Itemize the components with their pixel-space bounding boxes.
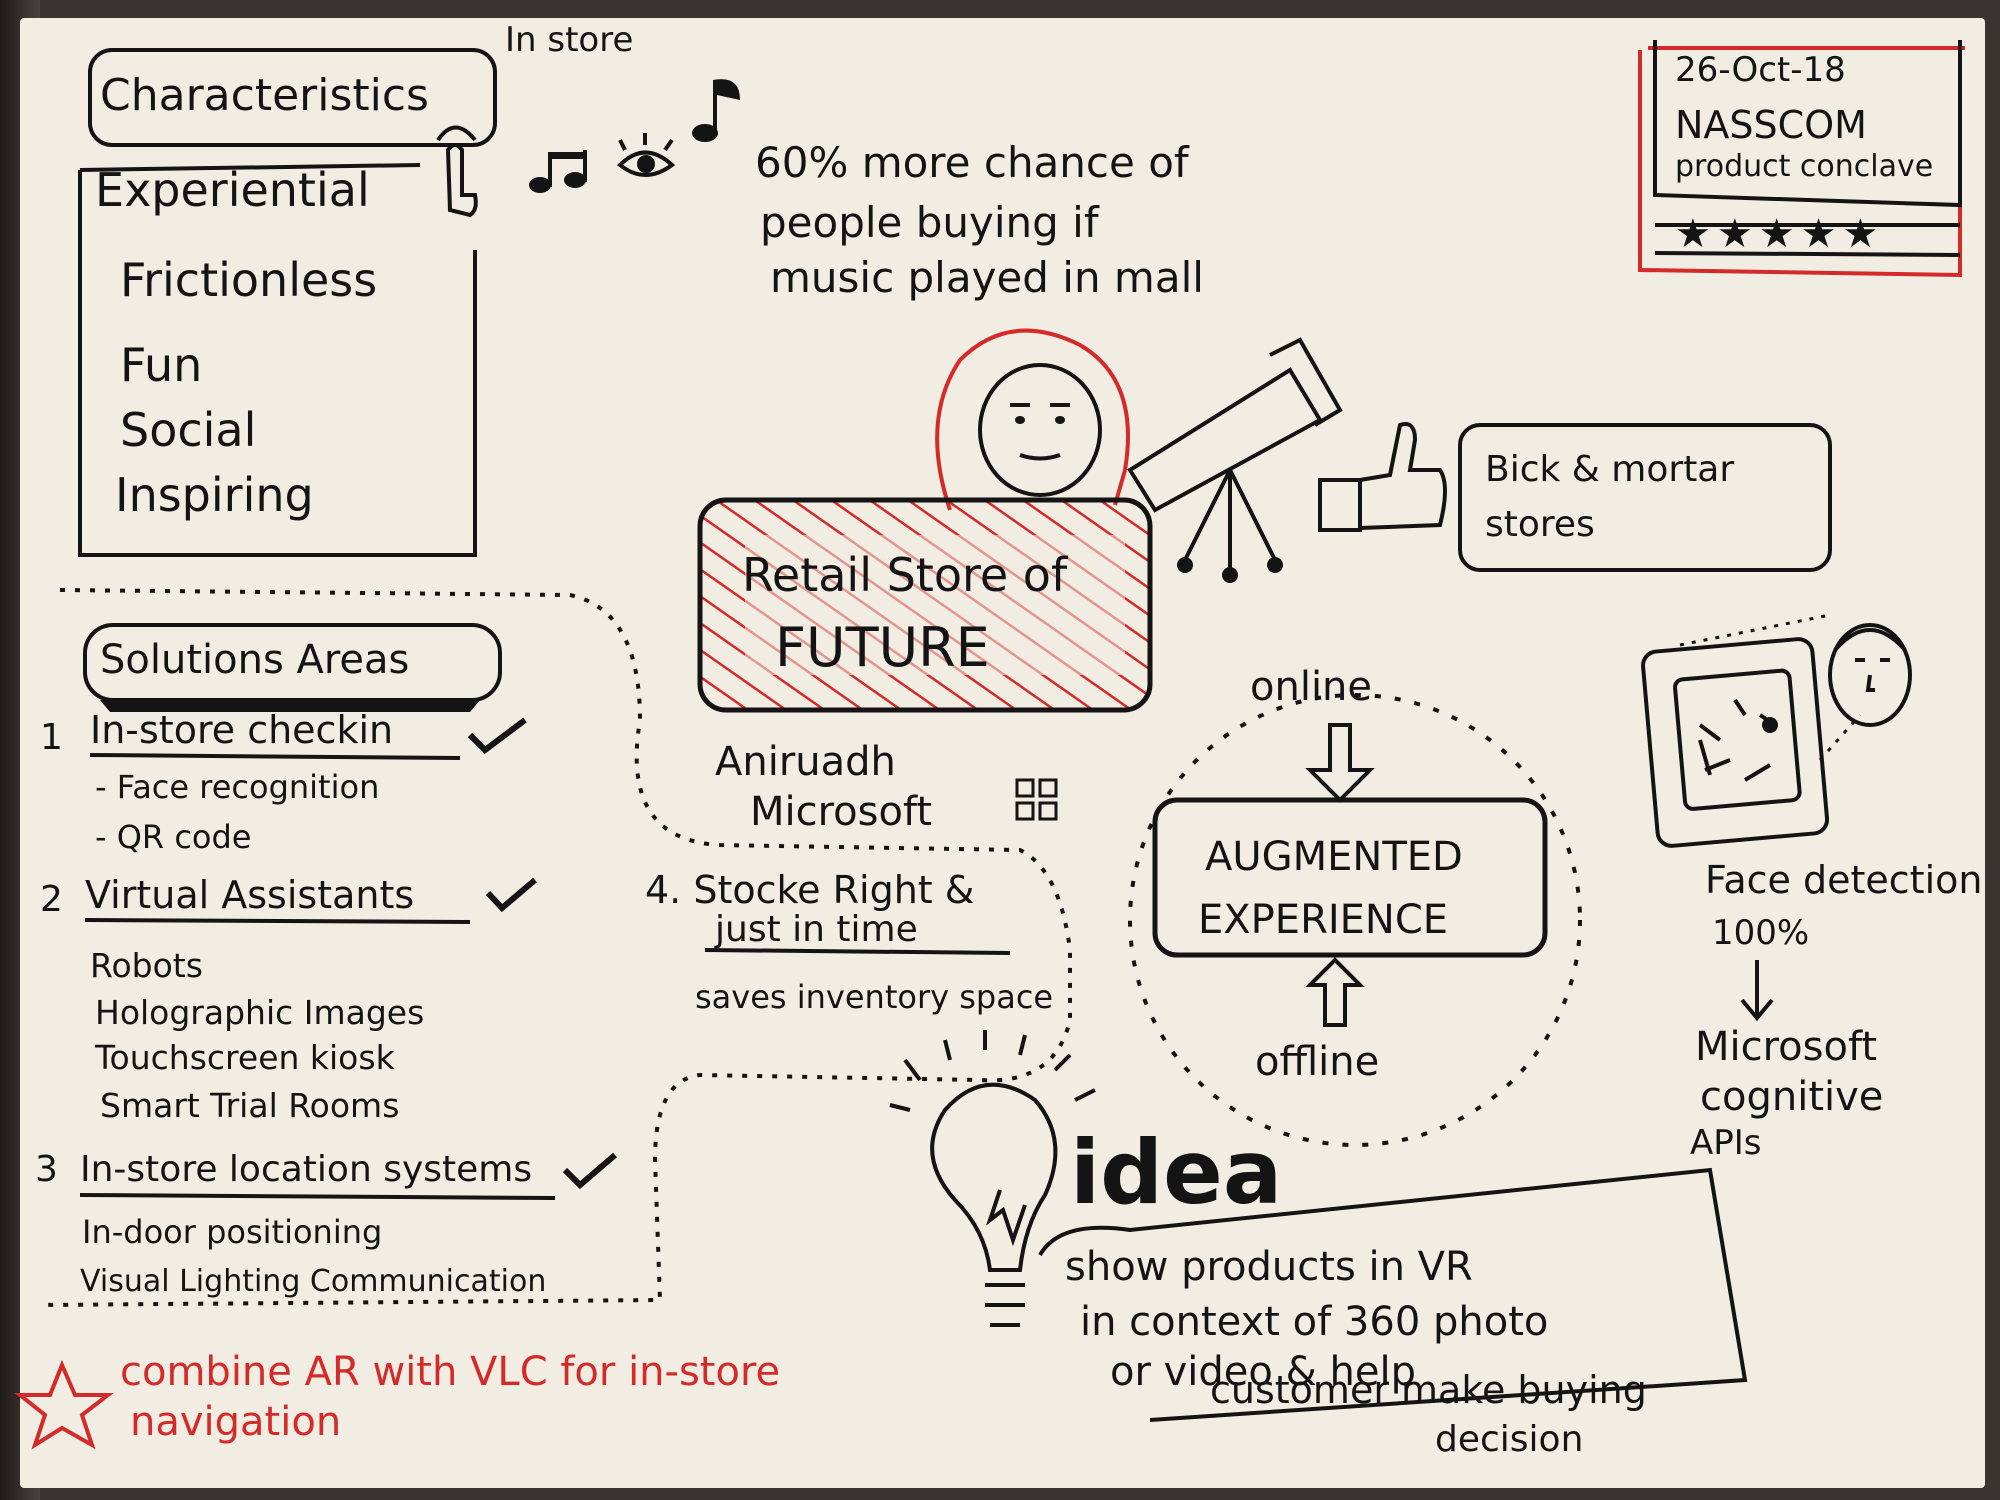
idea-text-line: or video & help xyxy=(1110,1349,1416,1395)
api-line: Microsoft xyxy=(1695,1024,1878,1070)
solution-title: just in time xyxy=(715,909,918,950)
thumbs-up-icon xyxy=(1318,422,1447,532)
solution-sub-item: Smart Trial Rooms xyxy=(100,1086,400,1125)
idea-text-line: in context of 360 photo xyxy=(1080,1299,1549,1345)
check-icon xyxy=(485,877,537,913)
offline-label: offline xyxy=(1255,1039,1380,1085)
eye-icon xyxy=(617,133,676,177)
augmented-dashed-circle xyxy=(1128,693,1582,1147)
music-note-icon xyxy=(529,79,740,193)
telescope-icon xyxy=(1127,337,1343,583)
check-icon xyxy=(467,717,527,754)
light-bulb-icon xyxy=(889,1030,1096,1327)
characteristics-title-box xyxy=(88,48,497,147)
event-subname: product conclave xyxy=(1675,149,1934,184)
idea-text-line: decision xyxy=(1435,1419,1584,1460)
solution-title: 4. Stocke Right & xyxy=(645,868,975,912)
solution-sub-item: saves inventory space xyxy=(695,978,1054,1016)
down-arrow-icon xyxy=(1305,723,1375,803)
solution-sub-item: - Face recognition xyxy=(95,768,380,806)
music-fact-line: 60% more chance of xyxy=(755,138,1189,187)
event-box xyxy=(1653,40,1962,208)
idea-title: idea xyxy=(1070,1121,1283,1224)
speaker-name: Aniruadh xyxy=(715,739,896,785)
solution-number: 2 xyxy=(40,879,63,920)
notebook-page xyxy=(20,18,1985,1488)
solution-number: 1 xyxy=(40,717,63,758)
event-name: NASSCOM xyxy=(1675,103,1867,147)
solution-title: In-store location systems xyxy=(80,1149,533,1190)
up-arrow-icon xyxy=(1305,957,1365,1027)
speaker-company: Microsoft xyxy=(750,789,933,835)
augmented-line2: EXPERIENCE xyxy=(1198,897,1449,943)
face-detection-title: Face detection xyxy=(1705,858,1983,902)
augmented-line1: AUGMENTED xyxy=(1205,834,1463,880)
person-face-icon xyxy=(1828,623,1912,727)
characteristic-item: Experiential xyxy=(95,163,370,217)
characteristic-item: Social xyxy=(120,403,257,457)
solution-title: Virtual Assistants xyxy=(85,873,415,917)
solution-sub-item: In-door positioning xyxy=(82,1213,383,1251)
dotted-divider xyxy=(39,588,1072,1307)
idea-text-line: show products in VR xyxy=(1065,1244,1473,1290)
online-label: online xyxy=(1250,664,1373,710)
solutions-title: Solutions Areas xyxy=(100,637,410,683)
idea-box xyxy=(1038,1167,1748,1422)
down-arrow-icon xyxy=(1740,960,1774,1022)
in-store-label: In store xyxy=(505,20,634,60)
face-detection-percent: 100% xyxy=(1712,913,1810,953)
star-note-line: combine AR with VLC for in-store xyxy=(120,1349,781,1395)
idea-text-line: customer make buying xyxy=(1210,1368,1647,1412)
api-line: APIs xyxy=(1690,1123,1762,1163)
speaker-head xyxy=(935,328,1130,511)
solution-sub-item: Robots xyxy=(90,946,203,985)
event-rating: ★★★★★ xyxy=(1675,211,1885,257)
characteristics-list-frame xyxy=(78,170,477,557)
characteristic-item: Fun xyxy=(120,338,203,392)
tablet-face-icon xyxy=(1641,637,1830,848)
music-fact-line: music played in mall xyxy=(770,253,1204,302)
characteristics-title: Characteristics xyxy=(100,70,429,121)
retail-title-line1: Retail Store of xyxy=(742,548,1068,602)
brick-mortar-line: stores xyxy=(1485,504,1595,545)
star-note-line: navigation xyxy=(130,1399,342,1445)
characteristic-item: Inspiring xyxy=(115,468,314,522)
retail-title-line2: FUTURE xyxy=(775,616,990,679)
check-icon xyxy=(562,1152,617,1190)
brick-mortar-line: Bick & mortar xyxy=(1485,449,1735,490)
solution-number: 3 xyxy=(35,1149,58,1190)
characteristic-item: Frictionless xyxy=(120,253,378,307)
star-icon xyxy=(14,1359,114,1450)
api-line: cognitive xyxy=(1700,1074,1884,1120)
hand-touch-icon xyxy=(436,125,478,218)
solution-sub-item: - QR code xyxy=(95,818,252,856)
music-fact-line: people buying if xyxy=(760,198,1099,247)
solution-sub-item: Visual Lighting Communication xyxy=(80,1264,547,1299)
solution-sub-item: Touchscreen kiosk xyxy=(95,1038,395,1077)
augmented-box xyxy=(1152,797,1548,958)
microsoft-logo-icon xyxy=(1015,778,1058,821)
solution-sub-item: Holographic Images xyxy=(95,993,425,1032)
solution-title: In-store checkin xyxy=(90,708,394,752)
brick-mortar-box xyxy=(1458,423,1832,572)
event-date: 26-Oct-18 xyxy=(1675,50,1846,90)
